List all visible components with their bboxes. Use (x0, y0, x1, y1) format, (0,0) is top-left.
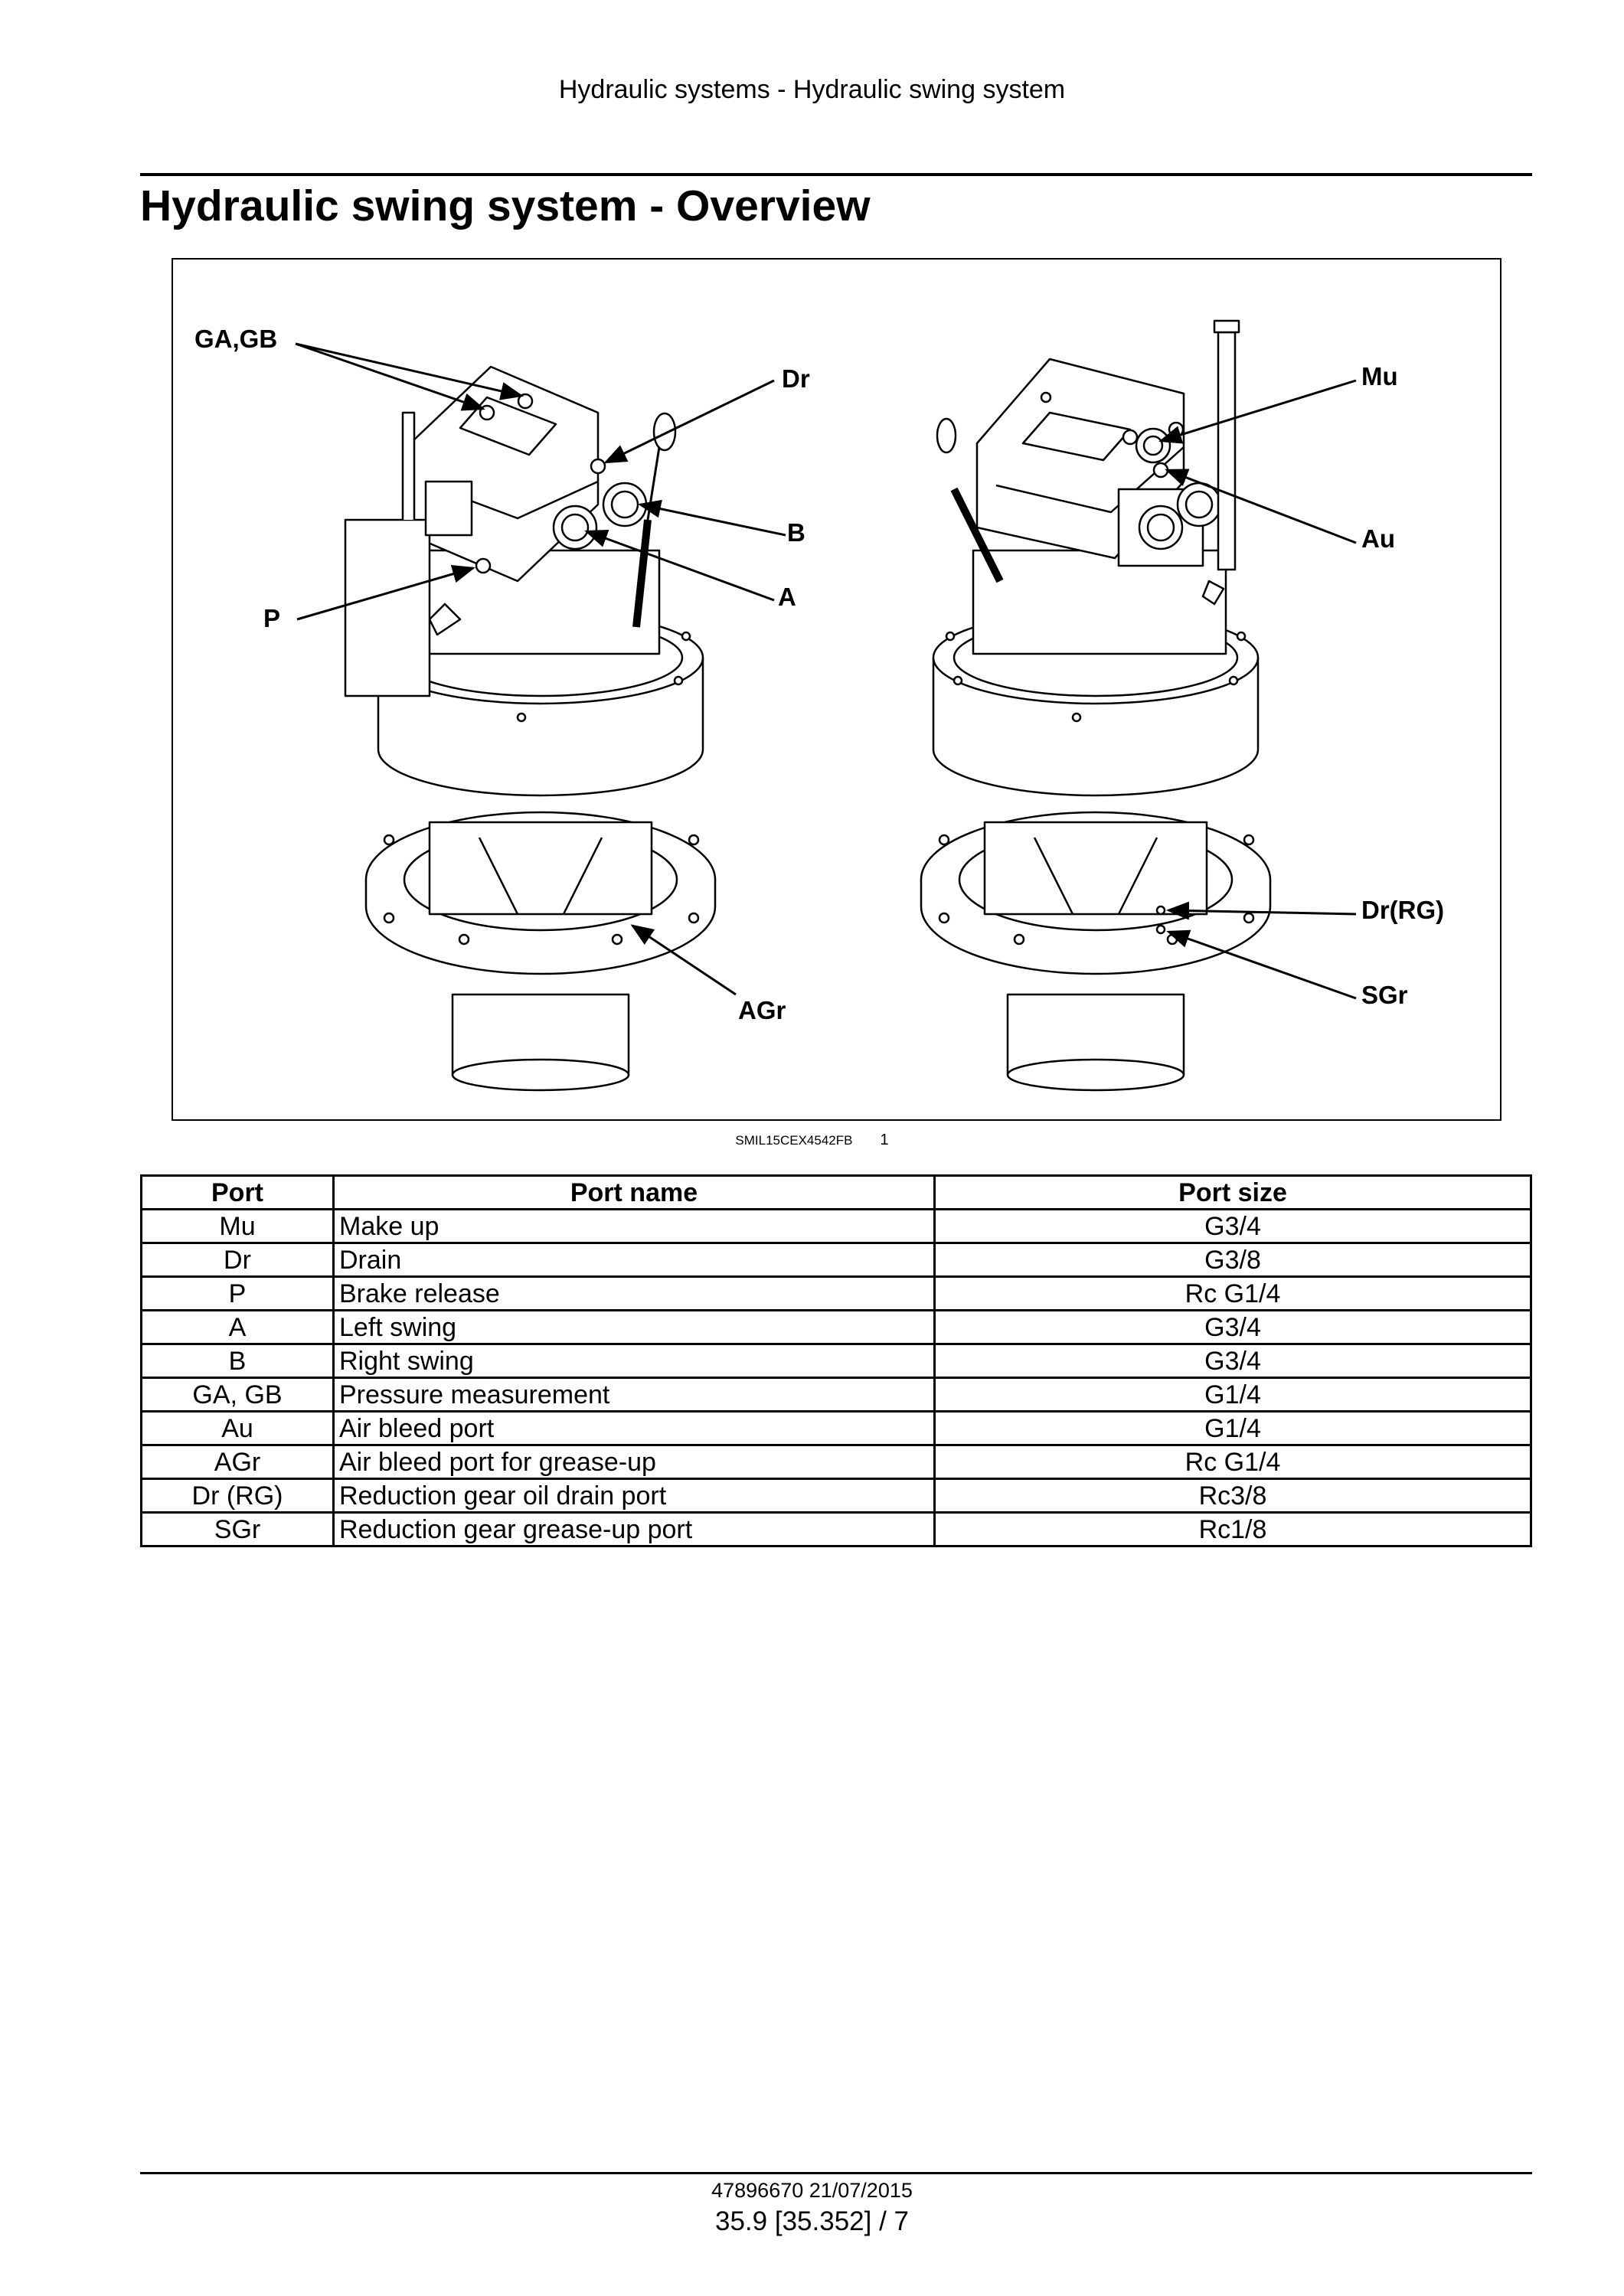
cell-port: Mu (140, 1208, 335, 1244)
cell-port-size: Rc3/8 (933, 1478, 1532, 1514)
cell-port-name: Pressure measurement (332, 1377, 936, 1413)
col-header-port-size: Port size (933, 1174, 1532, 1210)
label-b: B (787, 518, 805, 547)
footer-page-ref: 35.9 [35.352] / 7 (715, 2206, 909, 2236)
label-agr: AGr (738, 996, 786, 1024)
label-dr: Dr (782, 364, 810, 393)
col-header-port: Port (140, 1174, 335, 1210)
table-row: A Left swing G3/4 (140, 1309, 1532, 1345)
cell-port: AGr (140, 1444, 335, 1480)
cell-port-size: G3/8 (933, 1242, 1532, 1278)
ports-table: Port Port name Port size Mu Make up G3/4… (140, 1174, 1532, 1547)
cell-port: B (140, 1343, 335, 1379)
cell-port-size: G3/4 (933, 1309, 1532, 1345)
figure-code: SMIL15CEX4542FB (735, 1133, 853, 1148)
cell-port: GA, GB (140, 1377, 335, 1413)
table-row: Au Air bleed port G1/4 (140, 1410, 1532, 1446)
cell-port-size: G3/4 (933, 1208, 1532, 1244)
col-header-port-name: Port name (332, 1174, 936, 1210)
cell-port-size: Rc1/8 (933, 1511, 1532, 1547)
cell-port-size: G3/4 (933, 1343, 1532, 1379)
table-row: P Brake release Rc G1/4 (140, 1275, 1532, 1311)
cell-port-name: Right swing (332, 1343, 936, 1379)
cell-port-size: Rc G1/4 (933, 1275, 1532, 1311)
figure-caption: SMIL15CEX4542FB 1 (0, 1132, 1624, 1149)
table-header-row: Port Port name Port size (140, 1174, 1532, 1210)
label-a: A (778, 583, 796, 611)
cell-port: SGr (140, 1511, 335, 1547)
running-header: Hydraulic systems - Hydraulic swing syst… (558, 75, 1066, 104)
left-motor-drawing (344, 365, 717, 1092)
swing-motor-figure: GA,GB Dr B A P AGr Mu Au Dr(RG) SGr (172, 258, 1501, 1121)
label-dr-rg: Dr(RG) (1361, 896, 1444, 924)
right-motor-drawing (920, 319, 1272, 1092)
table-row: AGr Air bleed port for grease-up Rc G1/4 (140, 1444, 1532, 1480)
cell-port-name: Drain (332, 1242, 936, 1278)
table-row: Dr Drain G3/8 (140, 1242, 1532, 1278)
table-row: Mu Make up G3/4 (140, 1208, 1532, 1244)
cell-port-size: Rc G1/4 (933, 1444, 1532, 1480)
cell-port: Dr (RG) (140, 1478, 335, 1514)
cell-port: Au (140, 1410, 335, 1446)
label-ga-gb: GA,GB (194, 325, 277, 353)
cell-port-name: Reduction gear oil drain port (332, 1478, 936, 1514)
label-au: Au (1361, 524, 1395, 553)
cell-port-name: Air bleed port (332, 1410, 936, 1446)
table-row: SGr Reduction gear grease-up port Rc1/8 (140, 1511, 1532, 1547)
label-mu: Mu (1361, 362, 1398, 390)
cell-port-name: Brake release (332, 1275, 936, 1311)
cell-port-name: Reduction gear grease-up port (332, 1511, 936, 1547)
cell-port-size: G1/4 (933, 1377, 1532, 1413)
cell-port-name: Air bleed port for grease-up (332, 1444, 936, 1480)
label-p: P (263, 604, 280, 632)
label-sgr: SGr (1361, 981, 1408, 1009)
cell-port: P (140, 1275, 335, 1311)
bottom-rule (140, 2172, 1532, 2174)
table-row: GA, GB Pressure measurement G1/4 (140, 1377, 1532, 1413)
footer-doc-id: 47896670 21/07/2015 (711, 2179, 913, 2202)
cell-port: A (140, 1309, 335, 1345)
top-rule (140, 173, 1532, 176)
cell-port-size: G1/4 (933, 1410, 1532, 1446)
swing-motor-illustration: GA,GB Dr B A P AGr Mu Au Dr(RG) SGr (194, 319, 1444, 1092)
cell-port-name: Left swing (332, 1309, 936, 1345)
page-title: Hydraulic swing system - Overview (140, 181, 871, 230)
table-row: B Right swing G3/4 (140, 1343, 1532, 1379)
leader-lines (295, 342, 1357, 1000)
figure-number: 1 (880, 1132, 889, 1148)
cell-port-name: Make up (332, 1208, 936, 1244)
table-row: Dr (RG) Reduction gear oil drain port Rc… (140, 1478, 1532, 1514)
cell-port: Dr (140, 1242, 335, 1278)
